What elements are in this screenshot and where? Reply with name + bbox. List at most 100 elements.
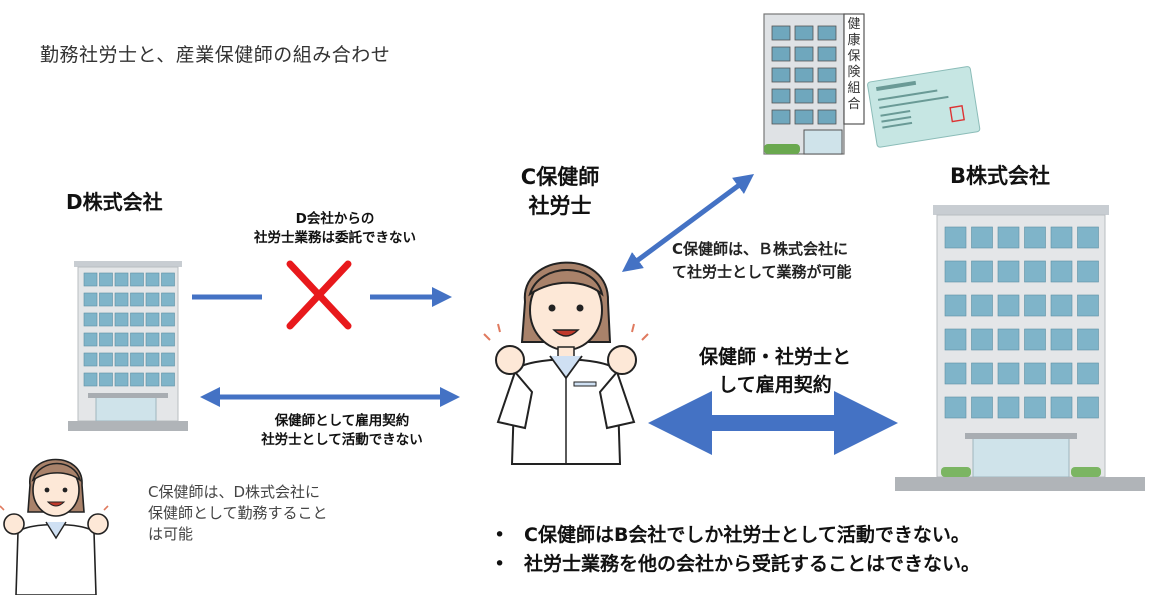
building-window [997,226,1020,249]
company-b-building [895,205,1145,491]
building-window [944,396,967,419]
building-window [771,88,791,104]
building-window [145,352,160,367]
building-window [1024,328,1046,351]
building-window [99,372,113,387]
building-window [1050,294,1073,317]
building-window [99,272,113,287]
note-line: D会社からの [295,211,375,227]
note-line: 保健師・社労士と [698,346,851,368]
building-window [794,67,814,83]
note-b-contract: 保健師・社労士と して雇用契約 [660,343,890,399]
building-window [997,396,1020,419]
bullet-item: C保健師はB会社でしか社労士として活動できない。 [494,521,980,550]
building-window [971,328,993,351]
building-window [944,226,967,249]
person-c-label-line2: 社労士 [528,194,592,218]
building-window [771,25,791,41]
building-window [944,260,967,283]
building-window [997,260,1020,283]
building-window [99,352,113,367]
building-window [971,226,993,249]
building-window [161,332,175,347]
sign-char: 組 [847,81,861,96]
building-window [944,328,967,351]
building-window [1050,328,1073,351]
building-window [997,328,1020,351]
note-line: は可能 [148,525,194,543]
building-window [971,294,993,317]
nurse-c-illustration [483,261,649,465]
nurse-c-small-illustration [0,458,109,595]
note-line: C保健師は、D株式会社に [148,483,321,501]
building-window [99,312,113,327]
sign-char: 合 [847,97,861,112]
building-window [1077,260,1099,283]
building-window [817,88,837,104]
note-c-at-d: C保健師は、D株式会社に 保健師として勤務すること は可能 [148,482,388,545]
building-window [83,272,98,287]
building-window [1050,226,1073,249]
building-window [817,109,837,125]
building-window [794,25,814,41]
building-window [1024,294,1046,317]
building-window [161,272,175,287]
company-d-building [68,261,188,431]
company-b-label: B株式会社 [950,164,1051,188]
building-window [997,294,1020,317]
building-window [771,46,791,62]
building-window [130,372,144,387]
building-window [114,352,129,367]
building-window [161,292,175,307]
note-line: 社労士業務は委託できない [254,230,416,246]
company-d-label: D株式会社 [66,190,163,214]
note-line: 社労士として活動できない [261,432,423,448]
health-insurance-building [763,13,865,155]
building-window [817,25,837,41]
building-window [1024,362,1046,385]
arrow-insurance-c-double [621,174,755,272]
bullet-item: 社労士業務を他の会社から受託することはできない。 [494,550,980,579]
building-window [944,362,967,385]
note-line: C保健師は、Ｂ株式会社に [672,240,849,258]
building-window [83,292,98,307]
page-title: 勤務社労士と、産業保健師の組み合わせ [40,44,391,66]
building-window [1050,362,1073,385]
building-window [130,352,144,367]
building-window [1077,226,1099,249]
building-window [130,292,144,307]
building-window [130,332,144,347]
building-window [817,46,837,62]
note-b-possible: C保健師は、Ｂ株式会社に て社労士として業務が可能 [672,238,917,284]
sign-char: 険 [847,65,861,80]
building-window [817,67,837,83]
building-window [794,88,814,104]
building-window [114,272,129,287]
building-window [971,362,993,385]
building-window [161,312,175,327]
building-window [771,109,791,125]
building-window [114,372,129,387]
person-c-label: C保健師 社労士 [490,163,630,221]
building-window [1077,328,1099,351]
building-window [771,67,791,83]
building-window [1077,362,1099,385]
building-window [1050,396,1073,419]
building-window [145,292,160,307]
building-window [971,260,993,283]
building-window [145,272,160,287]
building-window [971,396,993,419]
sign-char: 保 [847,49,861,64]
building-window [1050,260,1073,283]
person-c-label-line1: C保健師 [520,165,600,189]
building-window [944,294,967,317]
note-line: して雇用契約 [718,374,832,396]
building-window [1077,294,1099,317]
sign-char: 健 [847,17,861,32]
building-window [997,362,1020,385]
building-window [1077,396,1099,419]
building-window [794,109,814,125]
building-window [161,352,175,367]
building-window [1024,396,1046,419]
